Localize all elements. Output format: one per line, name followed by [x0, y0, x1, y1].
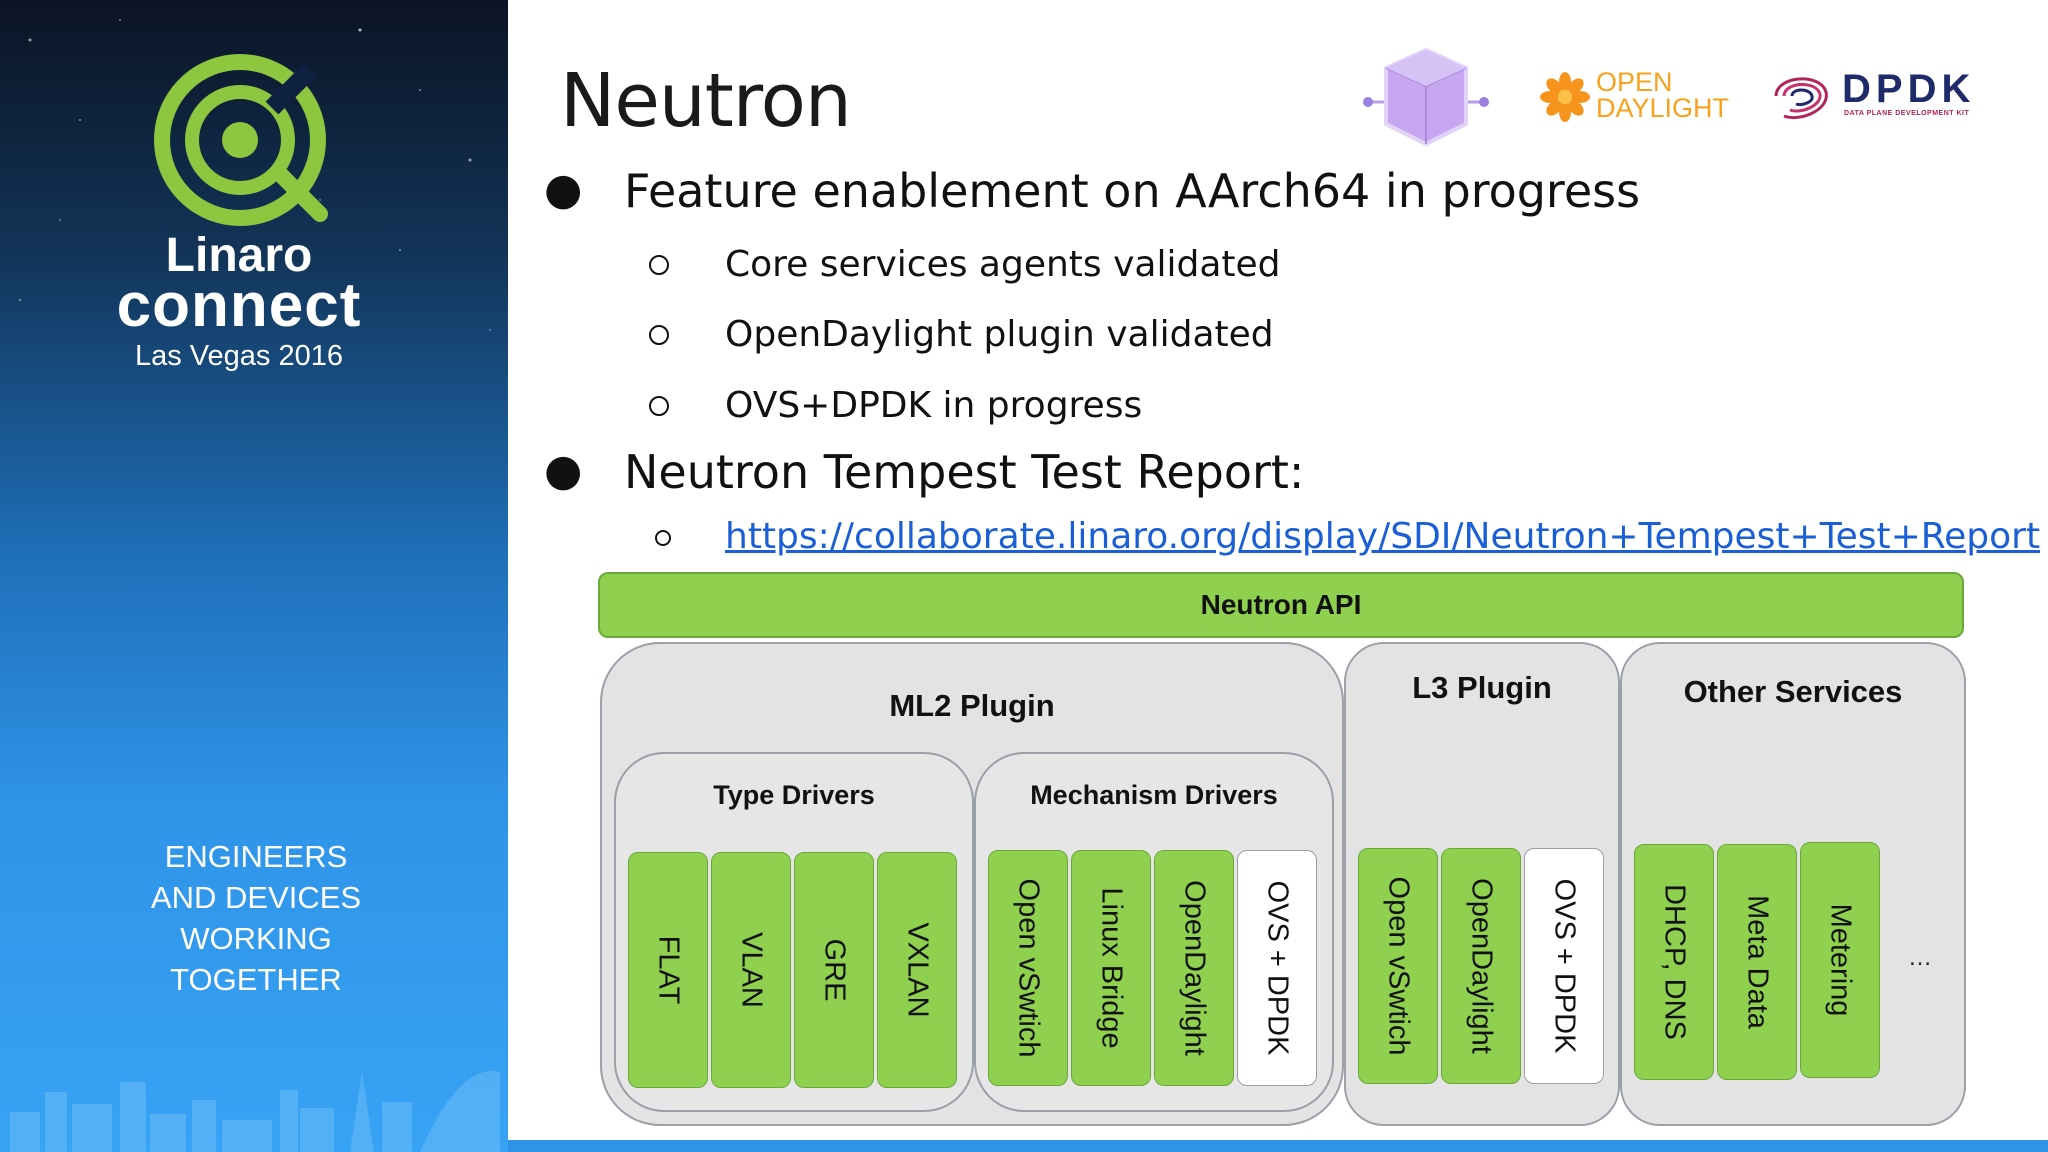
tagline-line: ENGINEERS: [164, 839, 348, 874]
l3-driver-label: OpenDaylight: [1465, 878, 1498, 1054]
l3-plugin-title: L3 Plugin: [1412, 670, 1552, 705]
service-box: Meta Data: [1717, 844, 1797, 1080]
type-drivers-title: Type Drivers: [713, 780, 875, 810]
other-services-title: Other Services: [1683, 674, 1903, 709]
mechanism-driver-box: OpenDaylight: [1154, 850, 1234, 1086]
opendaylight-logo-text: OPEN: [1596, 67, 1673, 97]
bullet-feature-enablement: Feature enablement on AArch64 in progres…: [624, 164, 1641, 218]
mechanism-driver-label: OpenDaylight: [1178, 880, 1211, 1056]
tagline-line: TOGETHER: [170, 962, 342, 997]
ml2-plugin-title: ML2 Plugin: [889, 688, 1055, 723]
mechanism-drivers-group: Mechanism Drivers Open vSwtich Linux Bri…: [974, 752, 1334, 1112]
type-driver-box: VXLAN: [877, 852, 957, 1088]
service-label: DHCP, DNS: [1658, 884, 1691, 1040]
bullet-tempest-report: Neutron Tempest Test Report:: [624, 445, 1305, 499]
sub-bullet-ring: [655, 530, 671, 546]
l3-plugin-group: L3 Plugin Open vSwtich OpenDaylight OVS …: [1344, 642, 1620, 1126]
type-driver-box: FLAT: [628, 852, 708, 1088]
starfield-decoration: [18, 19, 491, 331]
brand-connect: connect: [116, 271, 362, 340]
service-box: DHCP, DNS: [1634, 844, 1714, 1080]
city-skyline-decoration: [10, 1071, 500, 1152]
brand-name: Linaro: [165, 229, 313, 282]
dpdk-logo-subtext: DATA PLANE DEVELOPMENT KIT: [1844, 110, 1970, 117]
l3-driver-label: Open vSwtich: [1382, 876, 1415, 1056]
service-label: Meta Data: [1741, 895, 1774, 1029]
tagline: ENGINEERS AND DEVICES WORKING TOGETHER: [0, 836, 508, 1000]
sub-bullet-core-services: Core services agents validated: [725, 244, 1281, 285]
opendaylight-logo: OPEN DAYLIGHT: [1540, 68, 1730, 128]
sub-bullet-ovs-dpdk: OVS+DPDK in progress: [725, 385, 1143, 426]
tagline-line: WORKING: [180, 921, 332, 956]
type-driver-label: VXLAN: [901, 922, 934, 1018]
slide-title: Neutron: [560, 58, 852, 144]
event-name: Las Vegas 2016: [134, 340, 343, 372]
tagline-line: AND DEVICES: [150, 880, 362, 915]
sub-bullet-ring: [649, 396, 669, 416]
mechanism-driver-box: Linux Bridge: [1071, 850, 1151, 1086]
opendaylight-flower-icon: [1540, 72, 1590, 122]
mechanism-driver-label: Open vSwtich: [1012, 878, 1045, 1058]
linaro-ring-logo-icon: [154, 54, 328, 226]
type-driver-box: GRE: [794, 852, 874, 1088]
bullet-dot: ●: [544, 164, 583, 215]
neutron-api-bar: Neutron API: [598, 572, 1964, 638]
service-box: Metering: [1800, 842, 1880, 1078]
openstack-cube-logo-icon: [1363, 47, 1489, 147]
sub-bullet-ring: [649, 255, 669, 275]
mechanism-drivers-title: Mechanism Drivers: [1030, 780, 1278, 810]
mechanism-driver-box: Open vSwtich: [988, 850, 1068, 1086]
bullet-dot: ●: [544, 445, 583, 496]
dpdk-logo-text: DPDK: [1842, 67, 1976, 111]
l3-driver-box: Open vSwtich: [1358, 848, 1438, 1084]
service-label: Metering: [1824, 903, 1857, 1017]
mechanism-driver-label: Linux Bridge: [1095, 887, 1128, 1049]
neutron-architecture-diagram: Neutron API ML2 Plugin Type Drivers FLAT…: [596, 570, 1968, 1130]
sub-bullet-opendaylight-plugin: OpenDaylight plugin validated: [725, 314, 1274, 355]
mechanism-driver-label: OVS + DPDK: [1261, 880, 1294, 1056]
type-driver-label: FLAT: [652, 935, 685, 1005]
opendaylight-logo-text: DAYLIGHT: [1596, 93, 1730, 123]
type-driver-box: VLAN: [711, 852, 791, 1088]
sub-bullet-ring: [649, 325, 669, 345]
type-driver-label: VLAN: [735, 932, 768, 1008]
sidebar: Linaro connect Las Vegas 2016 ENGINEERS …: [0, 0, 508, 1152]
ml2-plugin-group: ML2 Plugin Type Drivers FLAT VLAN GRE VX…: [600, 642, 1344, 1126]
type-drivers-group: Type Drivers FLAT VLAN GRE VXLAN: [614, 752, 974, 1112]
type-driver-label: GRE: [818, 938, 851, 1002]
mechanism-driver-box-highlight: OVS + DPDK: [1237, 850, 1317, 1086]
more-services-ellipsis: …: [1908, 944, 1932, 971]
dpdk-swirl-icon: [1774, 77, 1828, 119]
l3-driver-label: OVS + DPDK: [1548, 878, 1581, 1054]
tempest-report-link[interactable]: https://collaborate.linaro.org/display/S…: [725, 516, 2041, 557]
l3-driver-box: OpenDaylight: [1441, 848, 1521, 1084]
l3-driver-box-highlight: OVS + DPDK: [1524, 848, 1604, 1084]
bottom-accent-bar: [508, 1140, 2048, 1152]
dpdk-logo: DPDK DATA PLANE DEVELOPMENT KIT: [1770, 66, 1990, 126]
other-services-group: Other Services DHCP, DNS Meta Data Meter…: [1620, 642, 1966, 1126]
